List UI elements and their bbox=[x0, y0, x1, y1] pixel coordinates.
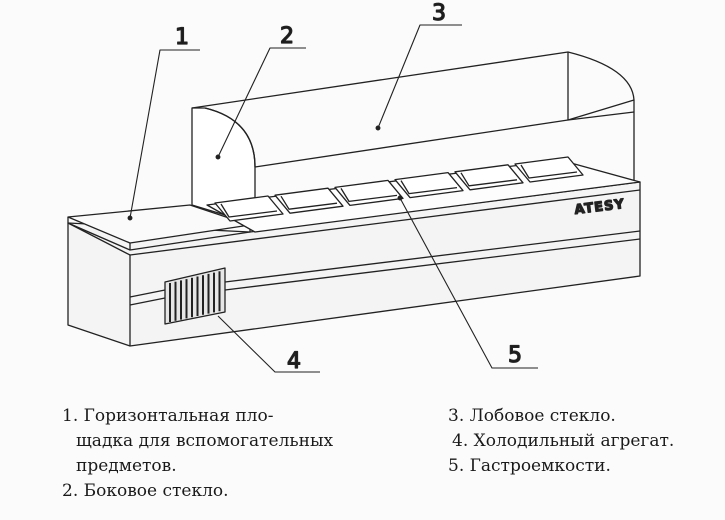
callout-leaders bbox=[129, 24, 538, 373]
gastronorm-container bbox=[334, 179, 404, 207]
legend-item-1-line-3: предметов. bbox=[76, 456, 177, 476]
display-case-drawing: ATESY 1 2 3 4 5 bbox=[67, 0, 641, 375]
legend-item-2: 2. Боковое стекло. bbox=[62, 481, 229, 501]
legend-item-5: 5. Гастроемкости. bbox=[448, 456, 611, 476]
legend-item-1-line-1: 1. Горизонтальная пло- bbox=[62, 406, 274, 426]
callout-2: 2 bbox=[280, 24, 294, 49]
legend-item-4: 4. Холодильный агрегат. bbox=[452, 431, 675, 451]
refrigeration-unit-grille bbox=[164, 267, 226, 325]
callout-1: 1 bbox=[175, 25, 189, 50]
gastronorm-containers bbox=[214, 156, 584, 222]
legend-item-1-line-2: щадка для вспомогательных bbox=[76, 431, 334, 451]
gastronorm-container bbox=[514, 156, 584, 183]
legend-item-3: 3. Лобовое стекло. bbox=[448, 406, 616, 426]
callout-3: 3 bbox=[432, 1, 446, 26]
gastronorm-container bbox=[274, 187, 344, 214]
legend-left: 1. Горизонтальная пло- щадка для вспомог… bbox=[62, 404, 333, 504]
gastronorm-container bbox=[454, 164, 524, 191]
gastronorm-container bbox=[214, 195, 284, 222]
legend-right: 3. Лобовое стекло. 4. Холодильный агрега… bbox=[448, 404, 674, 479]
callout-5: 5 bbox=[508, 343, 522, 368]
brand-label: ATESY bbox=[574, 197, 626, 218]
front-glass bbox=[191, 51, 635, 180]
callout-4: 4 bbox=[287, 349, 301, 374]
gastronorm-container bbox=[394, 171, 464, 199]
